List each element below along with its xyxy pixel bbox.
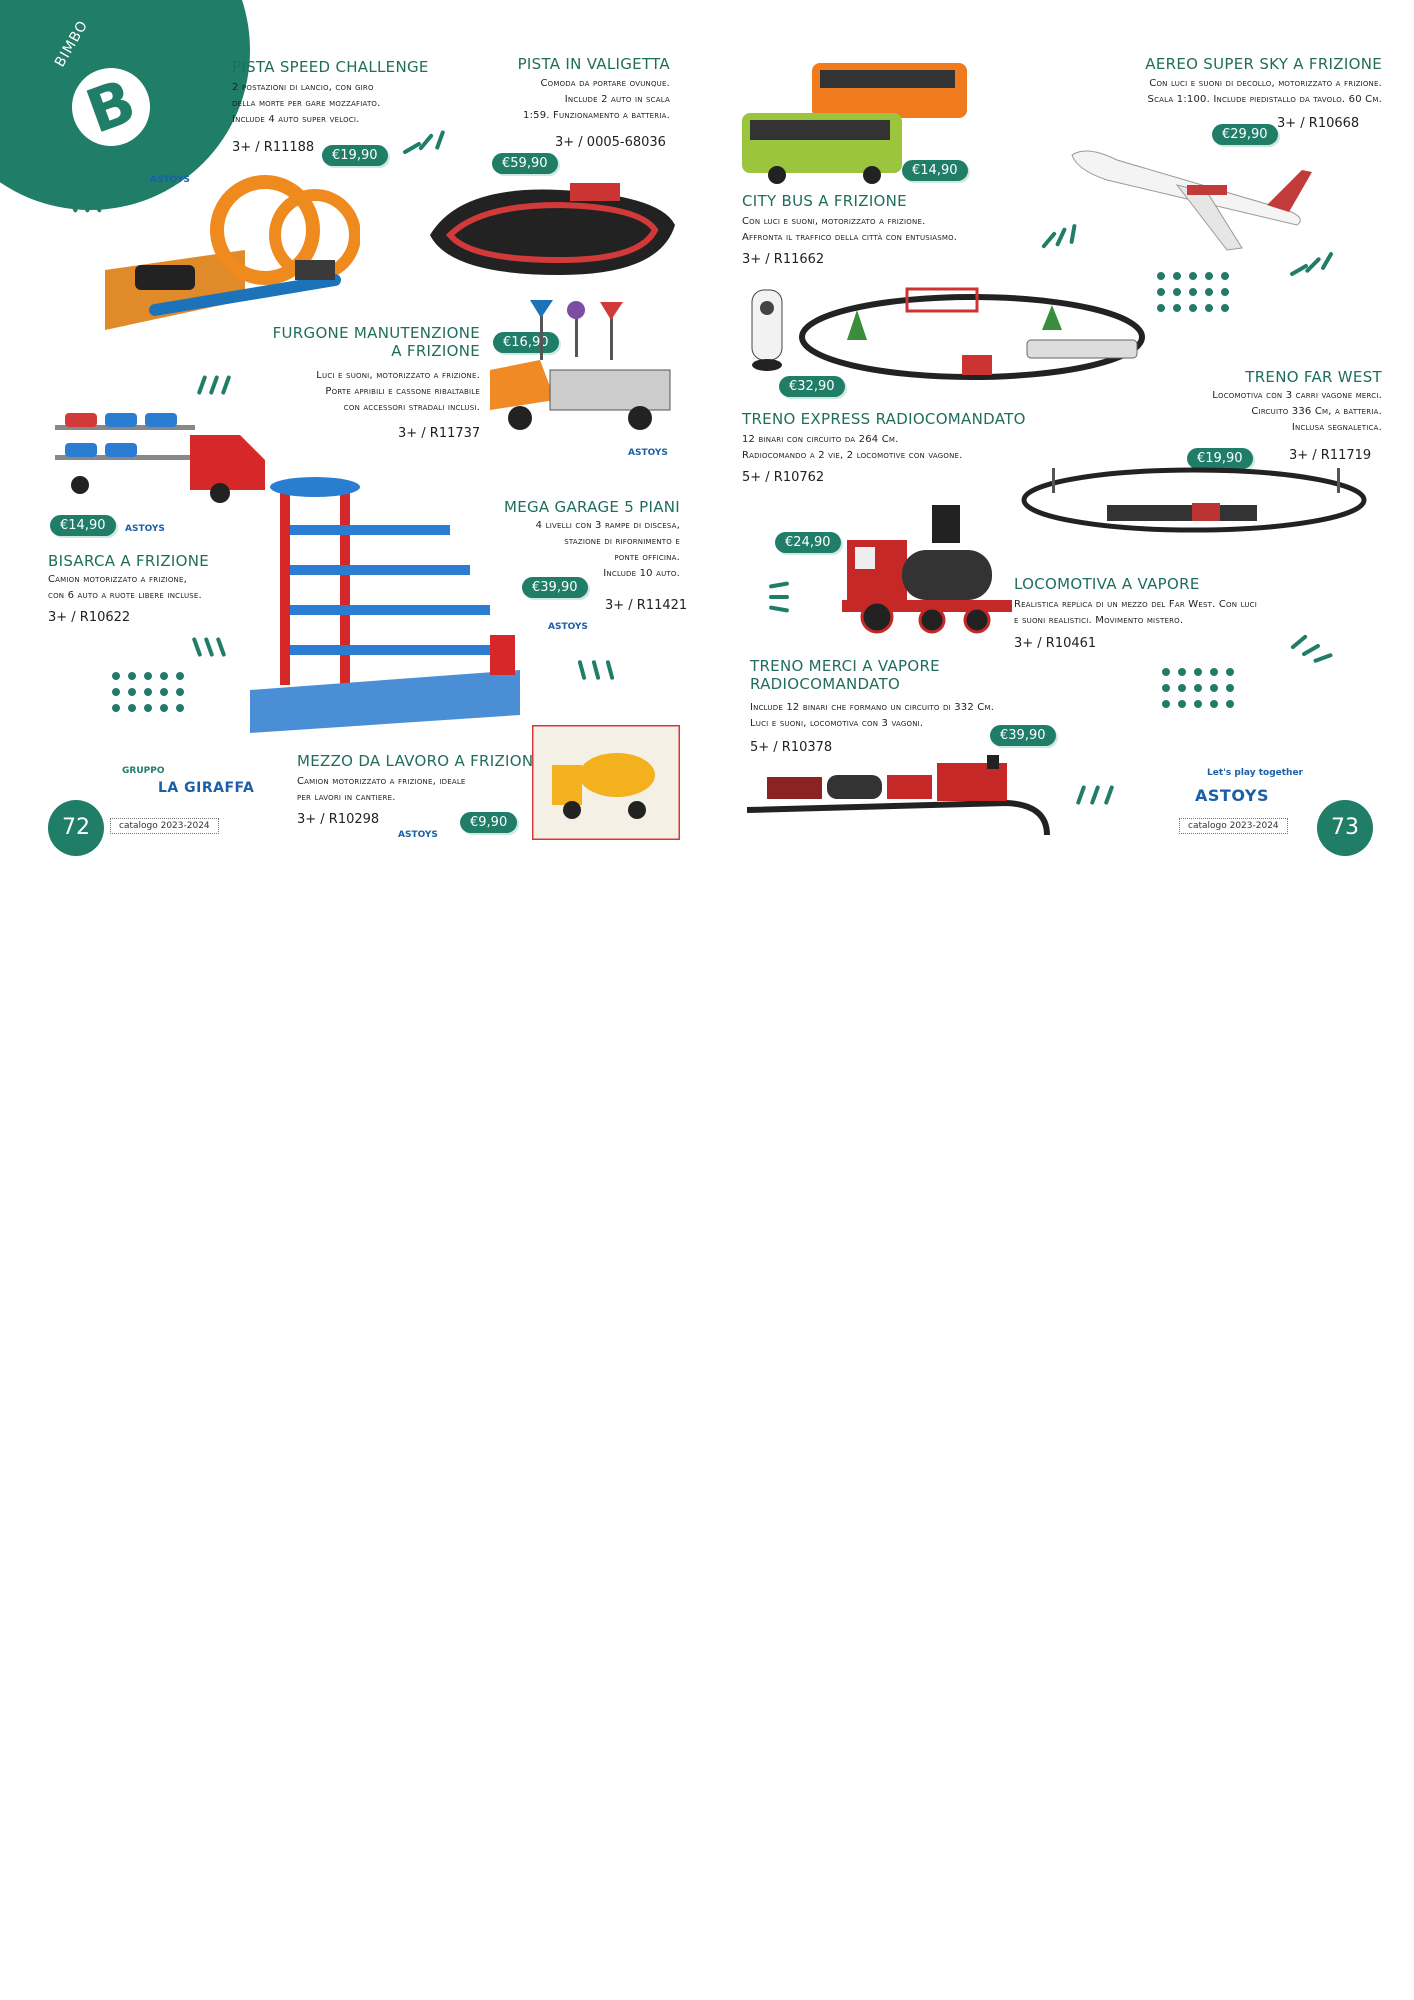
locomotiva-price: €24,90: [775, 532, 841, 553]
treno-express-desc: 12 binari con circuito da 264 Cm. Radioc…: [742, 434, 963, 461]
furgone-title: FURGONE MANUTENZIONE A FRIZIONE: [272, 324, 480, 360]
section-corner: BIMBO B: [0, 0, 250, 215]
astoys-logo: ASTOYS: [125, 524, 165, 534]
mezzo-lavoro-desc: Camion motorizzato a frizione, ideale pe…: [297, 776, 466, 803]
treno-far-west-code: 3+ / R11719: [1289, 448, 1372, 463]
pista-valigetta-title: PISTA IN VALIGETTA: [517, 55, 670, 73]
garage-title: MEGA GARAGE 5 PIANI: [503, 498, 680, 516]
bisarca-desc: Camion motorizzato a frizione, con 6 aut…: [48, 574, 202, 601]
bisarca-code: 3+ / R10622: [48, 610, 131, 625]
mezzo-lavoro-image: [532, 725, 680, 840]
furgone-desc: Luci e suoni, motorizzato a frizione. Po…: [316, 370, 480, 413]
catalog-label-left: catalogo 2023-2024: [110, 818, 219, 834]
catalog-label-right: catalogo 2023-2024: [1179, 818, 1288, 834]
locomotiva-desc: Realistica replica di un mezzo del Far W…: [1014, 599, 1257, 626]
mezzo-lavoro-code: 3+ / R10298: [297, 812, 380, 827]
treno-express-price: €32,90: [779, 376, 845, 397]
decor-dashes: [577, 655, 620, 685]
decor-dashes: [402, 129, 450, 160]
aereo-code: 3+ / R10668: [1277, 116, 1360, 131]
garage-desc: 4 livelli con 3 rampe di discesa, stazio…: [535, 520, 680, 579]
decor-dashes: [1289, 251, 1337, 285]
pista-valigetta-image: [430, 183, 675, 275]
telecomando-image: [751, 289, 783, 371]
page-number-right: 73: [1317, 800, 1373, 856]
bisarca-image: [55, 413, 265, 503]
pista-speed-price: €19,90: [322, 145, 388, 166]
furgone-image: [490, 300, 671, 430]
mezzo-lavoro-price: €9,90: [460, 812, 518, 833]
treno-merci-price: €39,90: [990, 725, 1056, 746]
giraffa-logo: LA GIRAFFA: [158, 780, 255, 796]
pista-speed-image: [105, 175, 360, 330]
treno-far-west-title: TRENO FAR WEST: [1245, 368, 1382, 386]
decor-dashes: [1041, 222, 1087, 252]
treno-merci-title: TRENO MERCI A VAPORE RADIOCOMANDATO: [750, 657, 940, 693]
city-bus-title: CITY BUS A FRIZIONE: [742, 192, 907, 210]
city-bus-price: €14,90: [902, 160, 968, 181]
astoys-logo: ASTOYS: [398, 830, 438, 840]
decor-dashes: [768, 575, 817, 613]
pista-speed-code: 3+ / R11188: [232, 140, 315, 155]
giraffa-group: GRUPPO: [122, 766, 165, 776]
astoys-tagline: Let's play together: [1207, 768, 1303, 778]
catalog-spread: BIMBO B PISTA SPEED CHALLENGE 2 postazio…: [0, 0, 1414, 860]
pista-valigetta-price: €59,90: [492, 153, 558, 174]
decor-dashes: [191, 632, 235, 662]
garage-code: 3+ / R11421: [605, 598, 688, 613]
city-bus-image: [742, 63, 967, 184]
aereo-image: [1071, 150, 1312, 251]
treno-merci-desc: Include 12 binari che formano un circuit…: [750, 702, 995, 729]
aereo-title: AEREO SUPER SKY A FRIZIONE: [1145, 55, 1382, 73]
pista-speed-desc: 2 postazioni di lancio, con giro della m…: [232, 82, 381, 125]
treno-express-title: TRENO EXPRESS RADIOCOMANDATO: [742, 410, 1026, 428]
decor-dots: [1162, 668, 1234, 708]
page-left: BIMBO B PISTA SPEED CHALLENGE 2 postazio…: [0, 0, 707, 860]
locomotiva-code: 3+ / R10461: [1014, 636, 1097, 651]
pista-speed-title: PISTA SPEED CHALLENGE: [232, 58, 429, 76]
furgone-code: 3+ / R11737: [398, 426, 481, 441]
locomotiva-image: [842, 505, 1012, 634]
aereo-price: €29,90: [1212, 124, 1278, 145]
astoys-logo: ASTOYS: [1195, 786, 1269, 805]
garage-price: €39,90: [522, 577, 588, 598]
page-right: €14,90 CITY BUS A FRIZIONE Con luci e su…: [707, 0, 1414, 860]
pista-valigetta-code: 3+ / 0005-68036: [555, 135, 666, 150]
treno-far-west-image: [1021, 467, 1367, 533]
treno-far-west-desc: Locomotiva con 3 carri vagone merci. Cir…: [1212, 390, 1382, 433]
treno-express-image: [799, 287, 1145, 380]
treno-far-west-price: €19,90: [1187, 448, 1253, 469]
decor-dots: [1157, 272, 1229, 312]
decor-dashes: [1290, 632, 1337, 664]
garage-image: [250, 477, 520, 733]
pista-valigetta-desc: Comoda da portare ovunque. Include 2 aut…: [523, 78, 670, 121]
treno-express-code: 5+ / R10762: [742, 470, 825, 485]
decor-dashes: [1075, 780, 1119, 810]
bisarca-price: €14,90: [50, 515, 116, 536]
page-number-left: 72: [48, 800, 104, 856]
decor-dashes: [65, 188, 110, 218]
astoys-logo: ASTOYS: [628, 448, 668, 458]
city-bus-code: 3+ / R11662: [742, 252, 825, 267]
treno-merci-code: 5+ / R10378: [750, 740, 833, 755]
treno-merci-image: [747, 755, 1050, 836]
mezzo-lavoro-title: MEZZO DA LAVORO A FRIZIONE: [297, 752, 544, 770]
bisarca-title: BISARCA A FRIZIONE: [48, 552, 210, 570]
decor-dashes: [196, 370, 240, 400]
locomotiva-title: LOCOMOTIVA A VAPORE: [1014, 575, 1200, 593]
astoys-logo: ASTOYS: [548, 622, 588, 632]
city-bus-desc: Con luci e suoni, motorizzato a frizione…: [742, 216, 958, 243]
decor-dots: [112, 672, 184, 712]
astoys-logo: ASTOYS: [150, 175, 190, 185]
aereo-desc: Con luci e suoni di decollo, motorizzato…: [1147, 78, 1382, 105]
